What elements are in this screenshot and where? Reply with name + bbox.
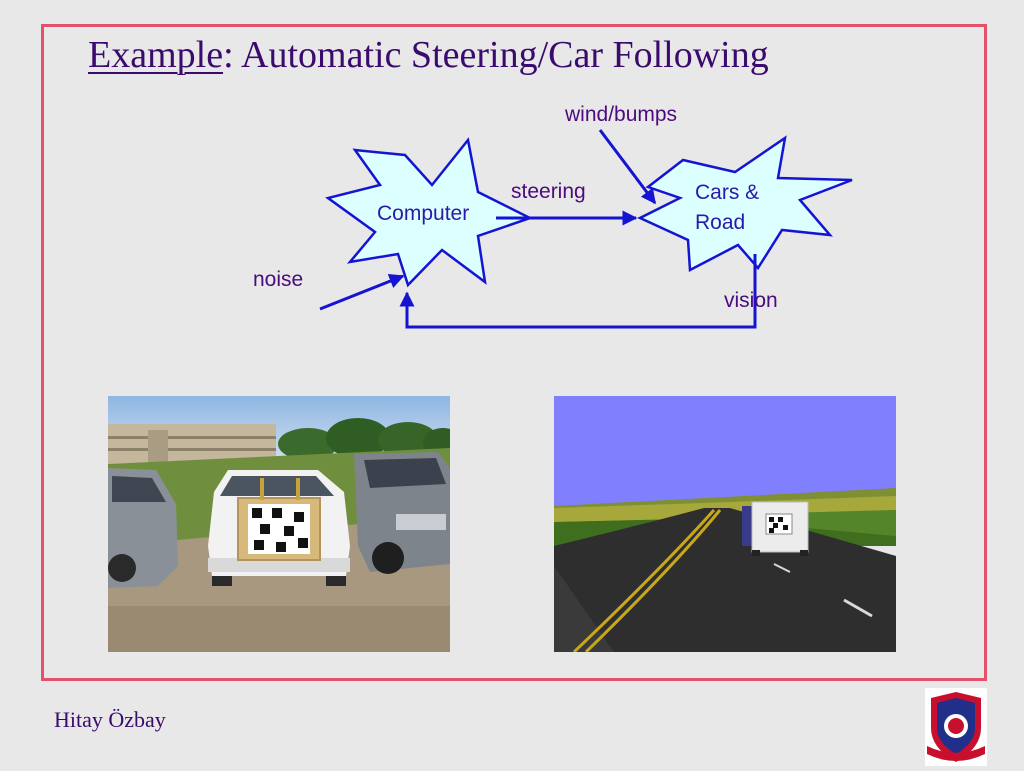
noise-arrow xyxy=(319,274,405,311)
slide-title: Example: Automatic Steering/Car Followin… xyxy=(88,32,769,78)
slide-frame xyxy=(41,24,987,681)
author-name: Hitay Özbay xyxy=(54,707,166,732)
computer-label: Computer xyxy=(377,202,470,225)
university-logo xyxy=(925,688,987,766)
cars-road-label-line2: Road xyxy=(695,211,746,234)
wind-bumps-arrow xyxy=(598,129,657,205)
title-text: : Automatic Steering/Car Following xyxy=(223,34,769,76)
title-example-word: Example xyxy=(88,34,224,76)
road-simulation-image xyxy=(554,396,896,652)
cars-road-star-shape xyxy=(637,135,853,272)
wind-bumps-label: wind/bumps xyxy=(565,103,678,126)
noise-label: noise xyxy=(253,268,304,291)
vision-label: vision xyxy=(724,289,778,312)
steering-label: steering xyxy=(511,180,586,203)
computer-star-shape xyxy=(325,137,534,288)
cars-road-label-line1: Cars & xyxy=(695,181,760,204)
car-photo xyxy=(108,396,450,652)
vision-feedback-path xyxy=(399,254,757,329)
